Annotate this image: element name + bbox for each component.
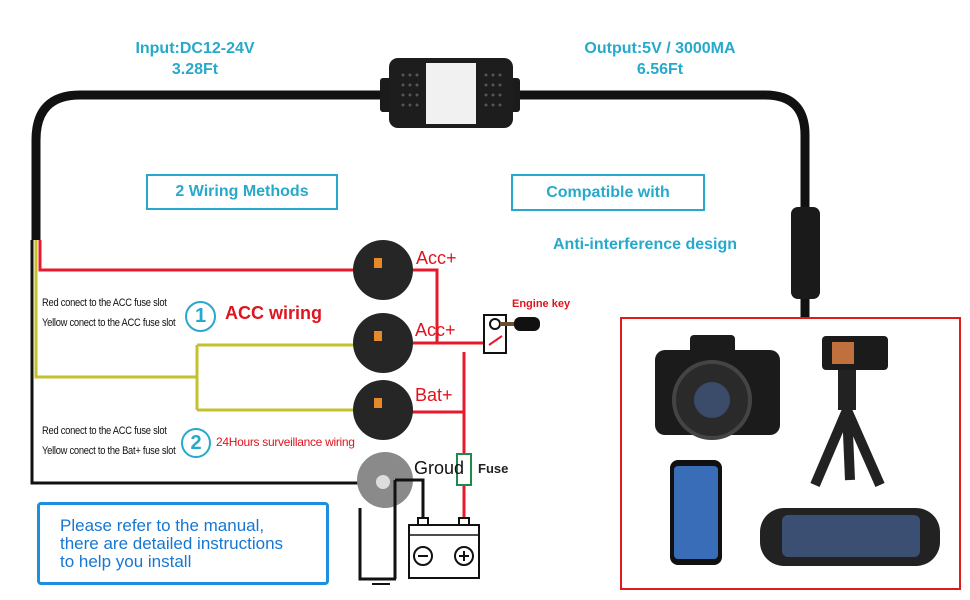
method1-number: 1 [185,301,216,332]
method1-notes: Red conect to the ACC fuse slot Yellow c… [42,293,176,333]
input-length: 3.28Ft [171,61,219,78]
method2-number: 2 [181,428,211,458]
acc-circuit [410,268,484,524]
camera-image [655,335,780,440]
fuse-symbol [456,453,472,486]
ground-wire [358,478,425,581]
yellow-wire [34,240,360,412]
method1-line1: Red conect to the ACC fuse slot [42,297,167,309]
method2-title: 24Hours surveillance wiring [216,435,355,449]
manual-note-line2: there are detailed instructions [60,534,284,553]
acc-plus-label-2: Acc+ [415,320,456,340]
wiring-methods-box: 2 Wiring Methods [146,174,338,210]
black-wire [30,240,360,485]
input-label: Input:DC12-24V [135,40,255,57]
output-cable [512,90,810,318]
smartphone-image [670,460,722,565]
method1-line2: Yellow conect to the ACC fuse slot [42,317,176,329]
output-length: 6.56Ft [636,61,684,78]
method1-title: ACC wiring [225,303,322,323]
manual-note-box: Please refer to the manual, there are de… [37,502,329,585]
engine-key-label: Engine key [512,298,571,310]
output-spec: Output:5V / 3000MA 6.56Ft [550,38,770,80]
fuse-slot-photos [353,240,413,508]
manual-note-line3: to help you install [60,552,192,571]
red-wire [38,240,360,272]
anti-interference-label: Anti-interference design [553,236,738,253]
ferrite-core [791,207,820,299]
method2-line1: Red conect to the ACC fuse slot [42,425,167,437]
method2-line2: Yellow conect to the Bat+ fuse slot [42,445,176,457]
ground-label: Groud [414,458,465,478]
output-label: Output:5V / 3000MA [584,40,736,57]
input-cable [31,90,390,240]
fuse-label: Fuse [478,461,509,476]
battery-icon [408,517,480,579]
action-camera-image [810,336,888,488]
converter-module [380,58,520,128]
bat-plus-label: Bat+ [415,385,453,405]
engine-key-switch [483,314,540,354]
acc-plus-label-1: Acc+ [416,248,457,268]
input-spec: Input:DC12-24V 3.28Ft [95,38,295,80]
manual-note-line1: Please refer to the manual, [60,516,265,535]
compatible-with-box: Compatible with [511,174,705,211]
method2-notes: Red conect to the ACC fuse slot Yellow c… [42,421,176,461]
mirror-dashcam-image [760,508,940,566]
